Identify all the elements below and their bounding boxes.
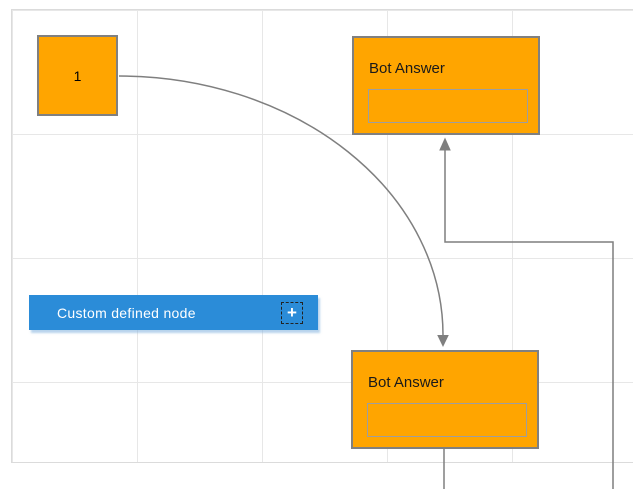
add-node-button[interactable]: + — [281, 302, 303, 324]
custom-node-label: Custom defined node — [57, 304, 196, 321]
node-title: Bot Answer — [368, 374, 444, 391]
node-custom-defined[interactable]: Custom defined node + — [29, 295, 318, 330]
node-start[interactable]: 1 — [37, 35, 118, 116]
node-start-label: 1 — [73, 67, 82, 84]
node-bot-answer-bottom[interactable]: Bot Answer — [351, 350, 539, 449]
node-title: Bot Answer — [369, 60, 445, 77]
answer-field[interactable] — [368, 89, 528, 123]
answer-field[interactable] — [367, 403, 527, 437]
plus-icon: + — [287, 302, 297, 322]
node-bot-answer-top[interactable]: Bot Answer — [352, 36, 540, 135]
